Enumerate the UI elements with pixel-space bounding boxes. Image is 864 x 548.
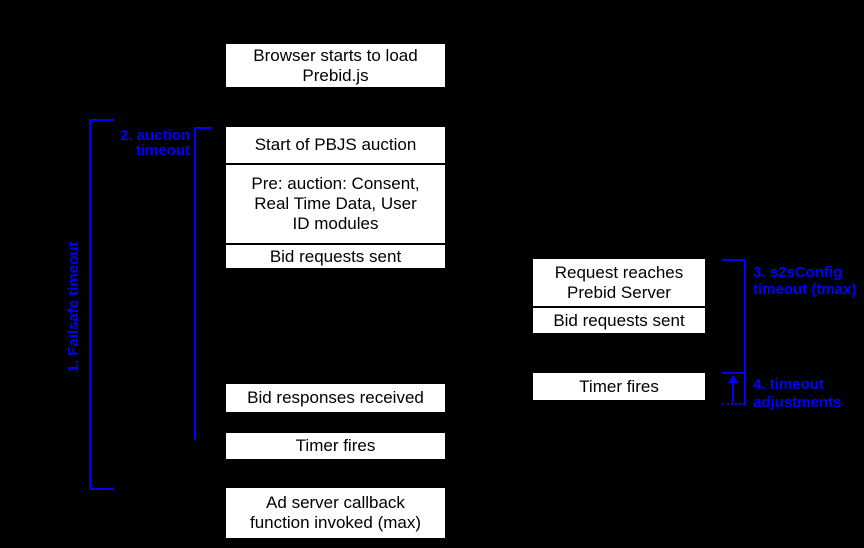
step-pre-auction-modules: Pre: auction: Consent, Real Time Data, U… [226,165,445,243]
label-s2s-timeout: 3. s2sConfig timeout (tmax) [753,264,857,298]
step-bid-requests-sent-server: Bid requests sent [533,308,705,333]
auction-bracket-line [194,127,196,440]
step-start-pbjs-auction: Start of PBJS auction [226,127,445,163]
failsafe-bracket-line [89,119,91,490]
step-timer-fires-client: Timer fires [226,433,445,459]
s2s-bracket-tick-mid [722,372,746,374]
step-timer-fires-server: Timer fires [533,373,705,400]
step-bid-responses-received: Bid responses received [226,384,445,412]
timeout-adjustment-arrow [732,382,734,403]
label-auction-timeout: 2. auction timeout [119,127,190,159]
failsafe-bracket-tick-top [89,119,114,121]
step-ad-server-callback: Ad server callback function invoked (max… [226,488,445,538]
s2s-bracket-tick-top [722,259,746,261]
step-request-reaches-prebid-server: Request reaches Prebid Server [533,259,705,306]
step-bid-requests-sent-client: Bid requests sent [226,245,445,268]
timeout-adjustment-dotted-line [722,403,745,405]
label-timeout-adjustments: 4. timeout adjustments [753,376,842,411]
step-browser-load-prebid: Browser starts to load Prebid.js [226,44,445,87]
timeout-adjustment-arrowhead-icon [728,375,738,383]
s2s-bracket-line [744,259,746,406]
failsafe-bracket-tick-bottom [89,488,114,490]
label-failsafe-timeout: 1. Failsafe timeout [65,241,82,373]
auction-bracket-tick-top [194,127,212,129]
